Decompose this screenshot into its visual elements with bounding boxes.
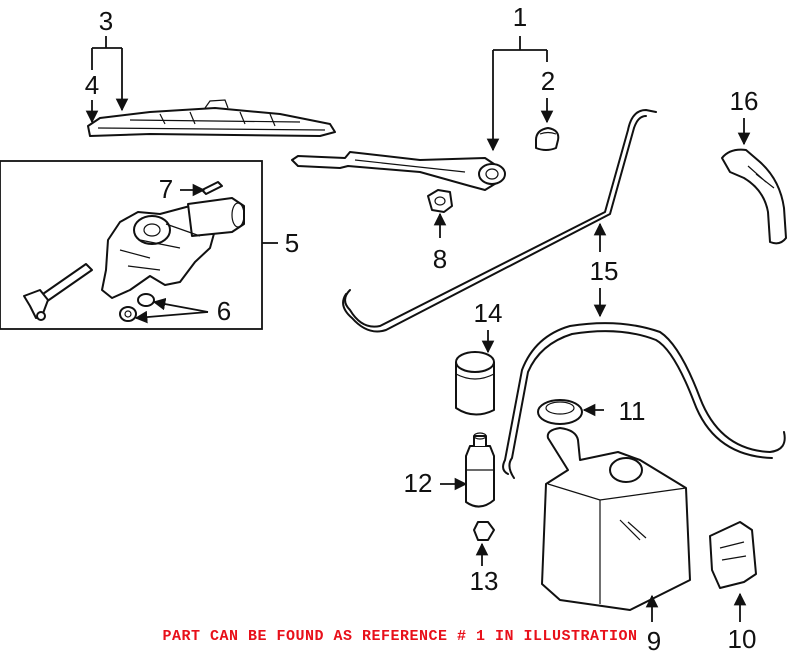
- callout-13: 13: [470, 566, 499, 596]
- wiper-blade-part: [87, 99, 336, 137]
- callout-2: 2: [541, 66, 555, 96]
- motor-box: [0, 160, 263, 330]
- callout-7: 7: [159, 174, 173, 204]
- filter-part: [455, 351, 495, 416]
- wiper-motor-part: [23, 197, 245, 321]
- callout-6: 6: [217, 296, 231, 326]
- nut-part: [427, 189, 453, 213]
- reservoir-cap-part: [537, 399, 583, 425]
- arm-cap-part: [535, 127, 560, 151]
- callout-3: 3: [99, 6, 113, 36]
- callout-14: 14: [474, 298, 503, 328]
- leader-lines: [85, 36, 751, 622]
- callout-11: 11: [619, 396, 646, 426]
- reservoir-part: [541, 427, 691, 611]
- callout-4: 4: [85, 70, 99, 100]
- callout-8: 8: [433, 244, 447, 274]
- bracket-part: [709, 521, 757, 589]
- hose-elbow-part: [721, 148, 787, 245]
- grommet-part: [201, 181, 223, 195]
- washer-hose-part: [342, 109, 786, 479]
- reference-notice: PART CAN BE FOUND AS REFERENCE # 1 IN IL…: [162, 628, 638, 645]
- wiper-arm-part: [291, 151, 506, 191]
- callout-16: 16: [730, 86, 759, 116]
- callout-10: 10: [728, 624, 757, 654]
- washer-pump-part: [465, 432, 495, 508]
- callout-1: 1: [513, 2, 527, 32]
- callout-5: 5: [285, 228, 299, 258]
- callout-12: 12: [404, 468, 433, 498]
- pump-grommet-part: [473, 521, 495, 541]
- callout-9: 9: [647, 626, 661, 656]
- callout-15: 15: [590, 256, 619, 286]
